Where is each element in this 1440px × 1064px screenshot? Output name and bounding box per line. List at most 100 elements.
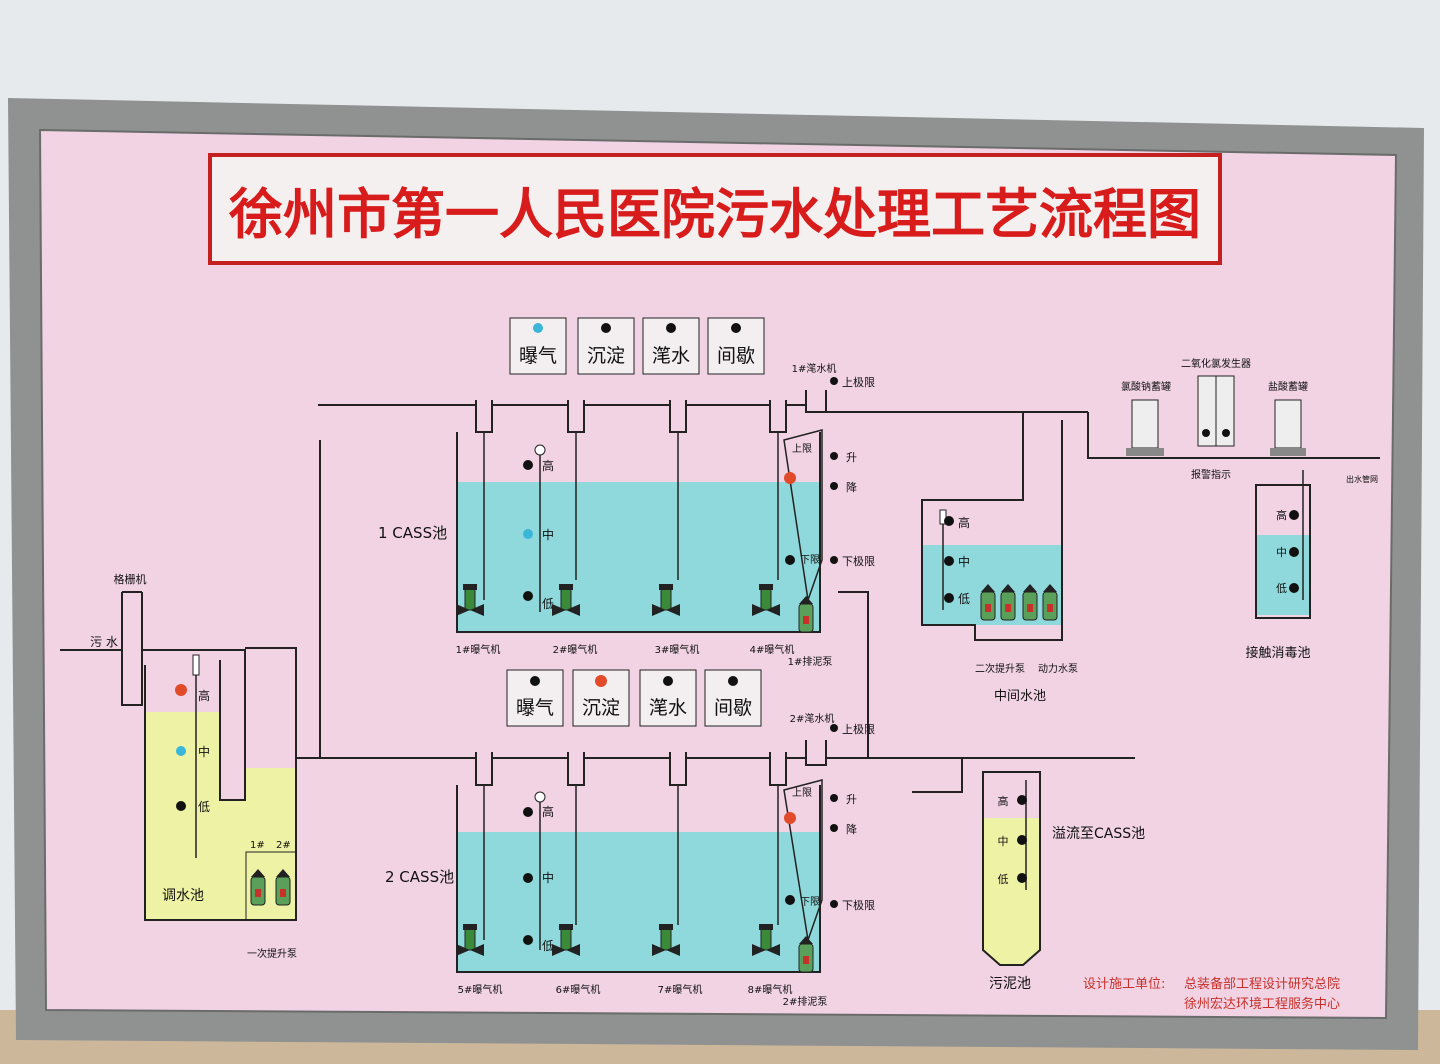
status-aerate-1: 曝气: [519, 345, 557, 367]
down-2: 降: [846, 822, 857, 836]
regulating-mid: 中: [198, 744, 210, 759]
limit-light: [830, 482, 838, 490]
chemical-equipment: [1087, 375, 1380, 459]
bottom-1: 下限: [800, 554, 820, 566]
middle-tank-label: 中间水池: [994, 689, 1046, 704]
bottom-2: 下限: [800, 896, 820, 908]
contact-tank: [1255, 470, 1311, 619]
limit-light: [830, 452, 838, 460]
top-2: 上限: [792, 787, 812, 799]
lower-limit-2: 下极限: [842, 898, 875, 912]
limit-light: [830, 377, 838, 385]
aerator-4-label: 4#曝气机: [750, 643, 795, 656]
indicator-light: [530, 676, 540, 686]
chlorate-tank-label: 氯酸钠蓄罐: [1121, 380, 1171, 393]
credits-org2: 徐州宏达环境工程服务中心: [1184, 996, 1340, 1012]
sludge-pump-2-label: 2#排泥泵: [783, 995, 828, 1008]
status-decant-2: 滗水: [649, 697, 687, 719]
regulating-tank: [121, 591, 297, 921]
level-high-2: 高: [542, 804, 554, 819]
contact-high: 高: [1276, 508, 1287, 522]
status-panel-1: 曝气 沉淀 滗水 间歇: [509, 317, 765, 375]
aerator-3-label: 3#曝气机: [655, 643, 700, 656]
indicator-light-active: [595, 675, 607, 687]
contact-tank-label: 接触消毒池: [1245, 645, 1310, 661]
cass2-label: 2 CASS池: [385, 868, 454, 886]
status-aerate-2: 曝气: [516, 697, 554, 719]
status-settle-2: 沉淀: [582, 697, 620, 719]
title-frame: [208, 153, 1222, 265]
level-mid-1: 中: [542, 527, 554, 542]
upper-limit-2: 上极限: [842, 722, 875, 736]
sludge-mid: 中: [998, 835, 1009, 848]
first-pump-label: 一次提升泵: [247, 947, 297, 960]
power-pump-label: 动力水泵: [1038, 662, 1078, 675]
level-high-1: 高: [542, 458, 554, 473]
decanter-2-label: 2#滗水机: [790, 712, 835, 725]
middle-low: 低: [958, 592, 970, 606]
status-idle-2: 间歇: [714, 697, 752, 719]
second-pump-label: 二次提升泵: [975, 662, 1025, 675]
limit-light: [830, 900, 838, 908]
middle-mid: 中: [958, 554, 970, 569]
limit-light: [830, 724, 838, 732]
aerator-5-label: 5#曝气机: [458, 983, 503, 996]
decanter-1-label: 1#滗水机: [792, 362, 837, 375]
sludge-tank-label: 污泥池: [989, 976, 1031, 992]
page-title: 徐州市第一人民医院污水处理工艺流程图: [228, 183, 1201, 246]
aerator-1-label: 1#曝气机: [456, 643, 501, 656]
sewage-label: 污 水: [90, 635, 118, 649]
sludge-low: 低: [998, 873, 1009, 886]
status-settle-1: 沉淀: [587, 345, 625, 367]
limit-light: [830, 556, 838, 564]
middle-high: 高: [958, 515, 970, 530]
level-low-2: 低: [542, 939, 554, 953]
sludge-tank: [982, 771, 1041, 966]
credits-org1: 总装备部工程设计研究总院: [1184, 976, 1340, 992]
middle-tank: [921, 412, 1063, 641]
ground-lines: [296, 404, 1135, 793]
screen-label: 格栅机: [114, 572, 147, 586]
aerator-2-label: 2#曝气机: [553, 643, 598, 656]
alarm-label: 报警指示: [1191, 468, 1231, 481]
indicator-light-active: [533, 323, 543, 333]
upper-limit-1: 上极限: [842, 375, 875, 389]
status-idle-1: 间歇: [717, 345, 755, 367]
credits-label: 设计施工单位:: [1083, 977, 1165, 992]
cass-tank-1: 高 中 低: [455, 390, 827, 633]
reg-pump-2: 2#: [276, 840, 291, 851]
overflow-label: 溢流至CASS池: [1052, 826, 1145, 842]
sludge-high: 高: [998, 794, 1009, 808]
hcl-tank-label: 盐酸蓄罐: [1268, 380, 1308, 393]
regulating-label: 调水池: [162, 888, 204, 904]
cass1-label: 1 CASS池: [378, 524, 447, 542]
top-1: 上限: [792, 443, 812, 455]
regulating-low: 低: [198, 800, 210, 814]
clo2-generator-label: 二氧化氯发生器: [1181, 357, 1251, 370]
aerator-8-label: 8#曝气机: [748, 983, 793, 996]
contact-low: 低: [1276, 582, 1287, 595]
indicator-light: [601, 323, 611, 333]
level-low-1: 低: [542, 597, 554, 611]
outlet-label: 出水管网: [1346, 474, 1378, 484]
limit-light: [830, 794, 838, 802]
indicator-light: [666, 323, 676, 333]
limit-light: [830, 824, 838, 832]
regulating-high: 高: [198, 688, 210, 703]
indicator-light: [728, 676, 738, 686]
indicator-light: [731, 323, 741, 333]
sludge-pump-1-label: 1#排泥泵: [788, 655, 833, 668]
status-panel-2: 曝气 沉淀 滗水 间歇: [506, 669, 762, 727]
level-mid-2: 中: [542, 870, 554, 885]
aerator-6-label: 6#曝气机: [556, 983, 601, 996]
down-1: 降: [846, 480, 857, 494]
lower-limit-1: 下极限: [842, 554, 875, 568]
reg-pump-1: 1#: [250, 840, 265, 851]
up-2: 升: [846, 793, 857, 806]
contact-mid: 中: [1276, 546, 1287, 559]
cass-tank-2: 高 中 低: [455, 740, 827, 973]
status-decant-1: 滗水: [652, 345, 690, 367]
aerator-7-label: 7#曝气机: [658, 983, 703, 996]
up-1: 升: [846, 451, 857, 464]
